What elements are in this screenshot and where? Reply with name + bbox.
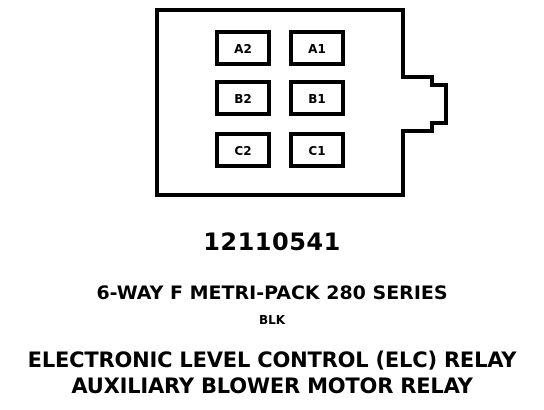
pin-cavity-b1: B1: [289, 80, 345, 116]
pin-label-b1: B1: [308, 92, 326, 106]
pin-label-c1: C1: [308, 144, 325, 158]
pin-cavity-c1: C1: [289, 132, 345, 168]
pin-label-c2: C2: [234, 144, 251, 158]
connector-face-diagram: A2 A1 B2 B1 C2 C1: [155, 8, 448, 197]
connector-series: 6-WAY F METRI-PACK 280 SERIES: [96, 282, 448, 304]
pin-cavity-a1: A1: [289, 30, 345, 66]
pin-label-a1: A1: [308, 42, 326, 56]
pin-cavity-b2: B2: [215, 80, 271, 116]
pin-label-b2: B2: [234, 92, 252, 106]
part-number: 12110541: [203, 228, 341, 256]
usage-line-1: ELECTRONIC LEVEL CONTROL (ELC) RELAY: [27, 348, 517, 372]
pin-cavity-a2: A2: [215, 30, 271, 66]
usage-line-2: AUXILIARY BLOWER MOTOR RELAY: [71, 374, 473, 398]
connector-color: BLK: [258, 313, 286, 327]
connector-outline: [155, 8, 448, 197]
pin-label-a2: A2: [234, 42, 252, 56]
pin-cavity-c2: C2: [215, 132, 271, 168]
